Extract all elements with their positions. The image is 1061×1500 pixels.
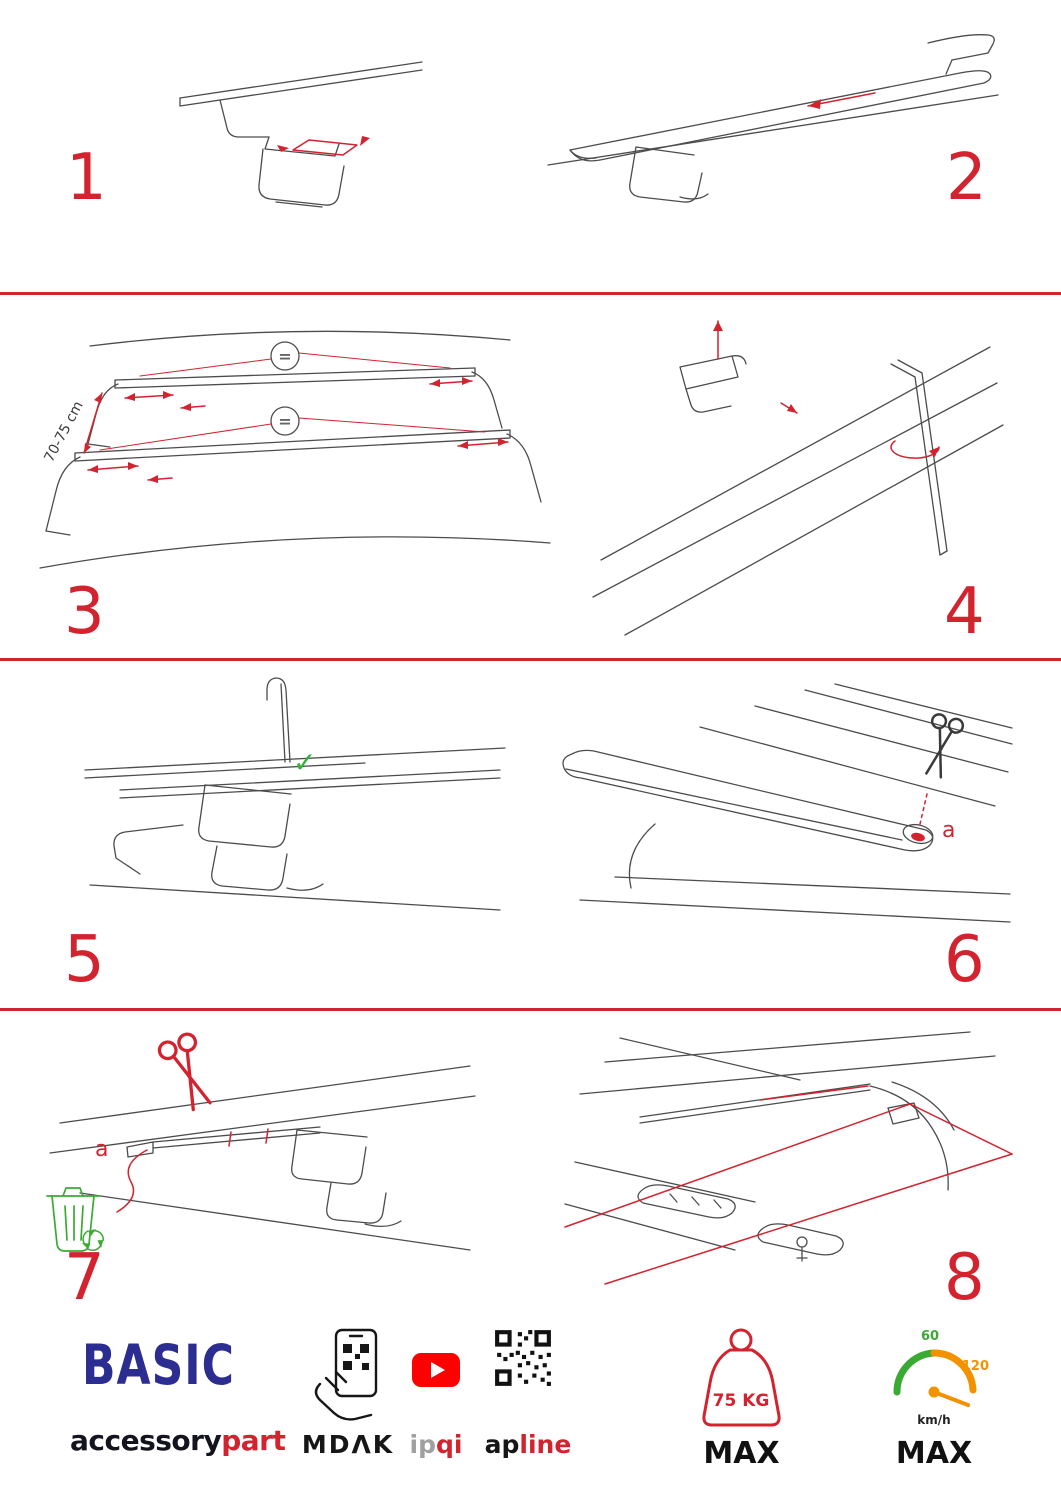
speed-max-label: MAX [895,1436,973,1471]
speedometer-icon: 60 120 km/h [893,1329,989,1427]
scissors-icon-red [157,1032,212,1112]
qr-code-icon [495,1330,551,1386]
max-load-value: 75 KG [713,1391,770,1411]
step-8-drawing [564,1031,1013,1285]
step-1-drawing [179,61,423,208]
scan-phone-icon [314,1328,378,1421]
partner-apline-label: apline [482,1430,574,1459]
step-2-number: 2 [946,141,987,215]
step-1-number: 1 [66,141,107,215]
max-load-icon: 75 KG [702,1328,781,1427]
step-8-number: 8 [944,1241,985,1315]
section-divider [0,1008,1061,1011]
speed-tick-60: 60 [921,1329,939,1344]
brand-word-accessory: accessory [70,1424,222,1457]
recycle-icon [81,1229,105,1252]
step-6-drawing: a [562,683,1013,923]
partner-ipqi-label: ipqi [406,1430,466,1459]
partner-mdak-label: MDΛK [301,1430,395,1459]
brand-logo-basic: BASIC [82,1334,235,1398]
brand-subtitle: accessorypart [70,1424,286,1457]
part-a-label: a [942,818,955,843]
speed-unit-label: km/h [917,1413,950,1427]
apline-black-part: ap [484,1430,520,1459]
step-3-number: 3 [64,575,105,649]
check-icon: ✓ [293,746,316,779]
scissors-icon [925,713,965,779]
step-5-number: 5 [64,923,105,997]
equal-symbol: = [278,347,291,366]
section-divider [0,292,1061,295]
step-7-number: 7 [64,1241,105,1315]
step-2-drawing [547,34,999,203]
step-5-drawing: ✓ [84,677,506,911]
youtube-icon [412,1353,460,1387]
max-load-label: MAX [703,1436,780,1471]
equal-symbol: = [278,412,291,431]
section-divider [0,658,1061,661]
ipqi-red-part: qi [436,1430,463,1459]
brand-word-part: part [221,1424,286,1457]
ipqi-gray-part: ip [409,1430,436,1459]
trash-bin-icon [46,1187,100,1252]
apline-red-part: line [519,1430,572,1459]
step-4-drawing [592,320,1004,636]
part-a-label: a [95,1137,108,1162]
step-3-drawing: 70-75 cm = = [39,330,551,569]
step-6-number: 6 [944,923,985,997]
step-4-number: 4 [944,575,985,649]
speed-tick-120: 120 [962,1359,989,1374]
dimension-label: 70-75 cm [41,399,86,465]
step-7-drawing: a [46,1032,476,1252]
